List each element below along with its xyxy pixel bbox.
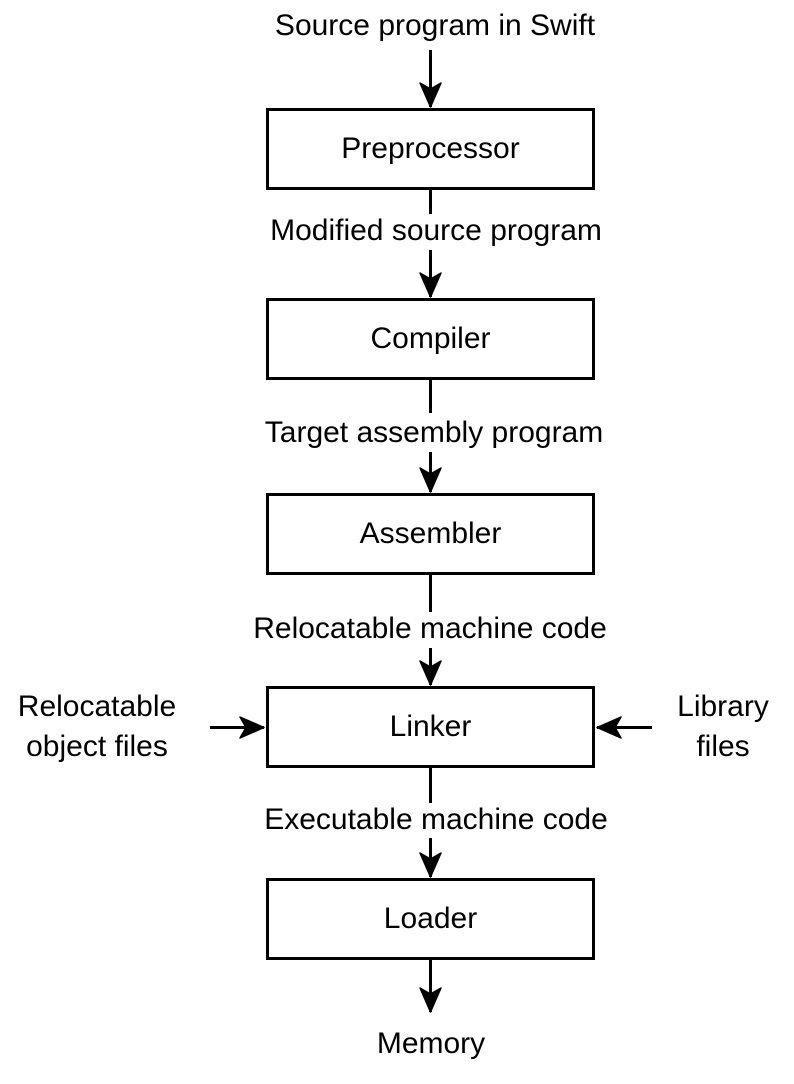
- node-assembler: Assembler: [266, 493, 595, 575]
- node-compiler-label: Compiler: [370, 322, 491, 355]
- node-loader: Loader: [266, 878, 595, 960]
- node-preprocessor-label: Preprocessor: [341, 132, 520, 165]
- label-library-files: Library files: [677, 690, 769, 763]
- node-preprocessor: Preprocessor: [266, 108, 595, 190]
- label-relocatable-object-files: Relocatable object files: [17, 690, 177, 763]
- node-loader-label: Loader: [383, 902, 478, 935]
- node-linker: Linker: [266, 686, 595, 768]
- label-modified-source-program: Modified source program: [270, 213, 602, 247]
- node-linker-label: Linker: [389, 710, 472, 743]
- label-target-assembly-program: Target assembly program: [264, 415, 604, 449]
- label-executable-machine-code: Executable machine code: [264, 802, 608, 836]
- label-source-program: Source program in Swift: [274, 8, 596, 42]
- node-compiler: Compiler: [266, 298, 595, 380]
- node-assembler-label: Assembler: [359, 517, 502, 550]
- label-relocatable-machine-code: Relocatable machine code: [253, 611, 607, 645]
- label-memory: Memory: [376, 1026, 486, 1060]
